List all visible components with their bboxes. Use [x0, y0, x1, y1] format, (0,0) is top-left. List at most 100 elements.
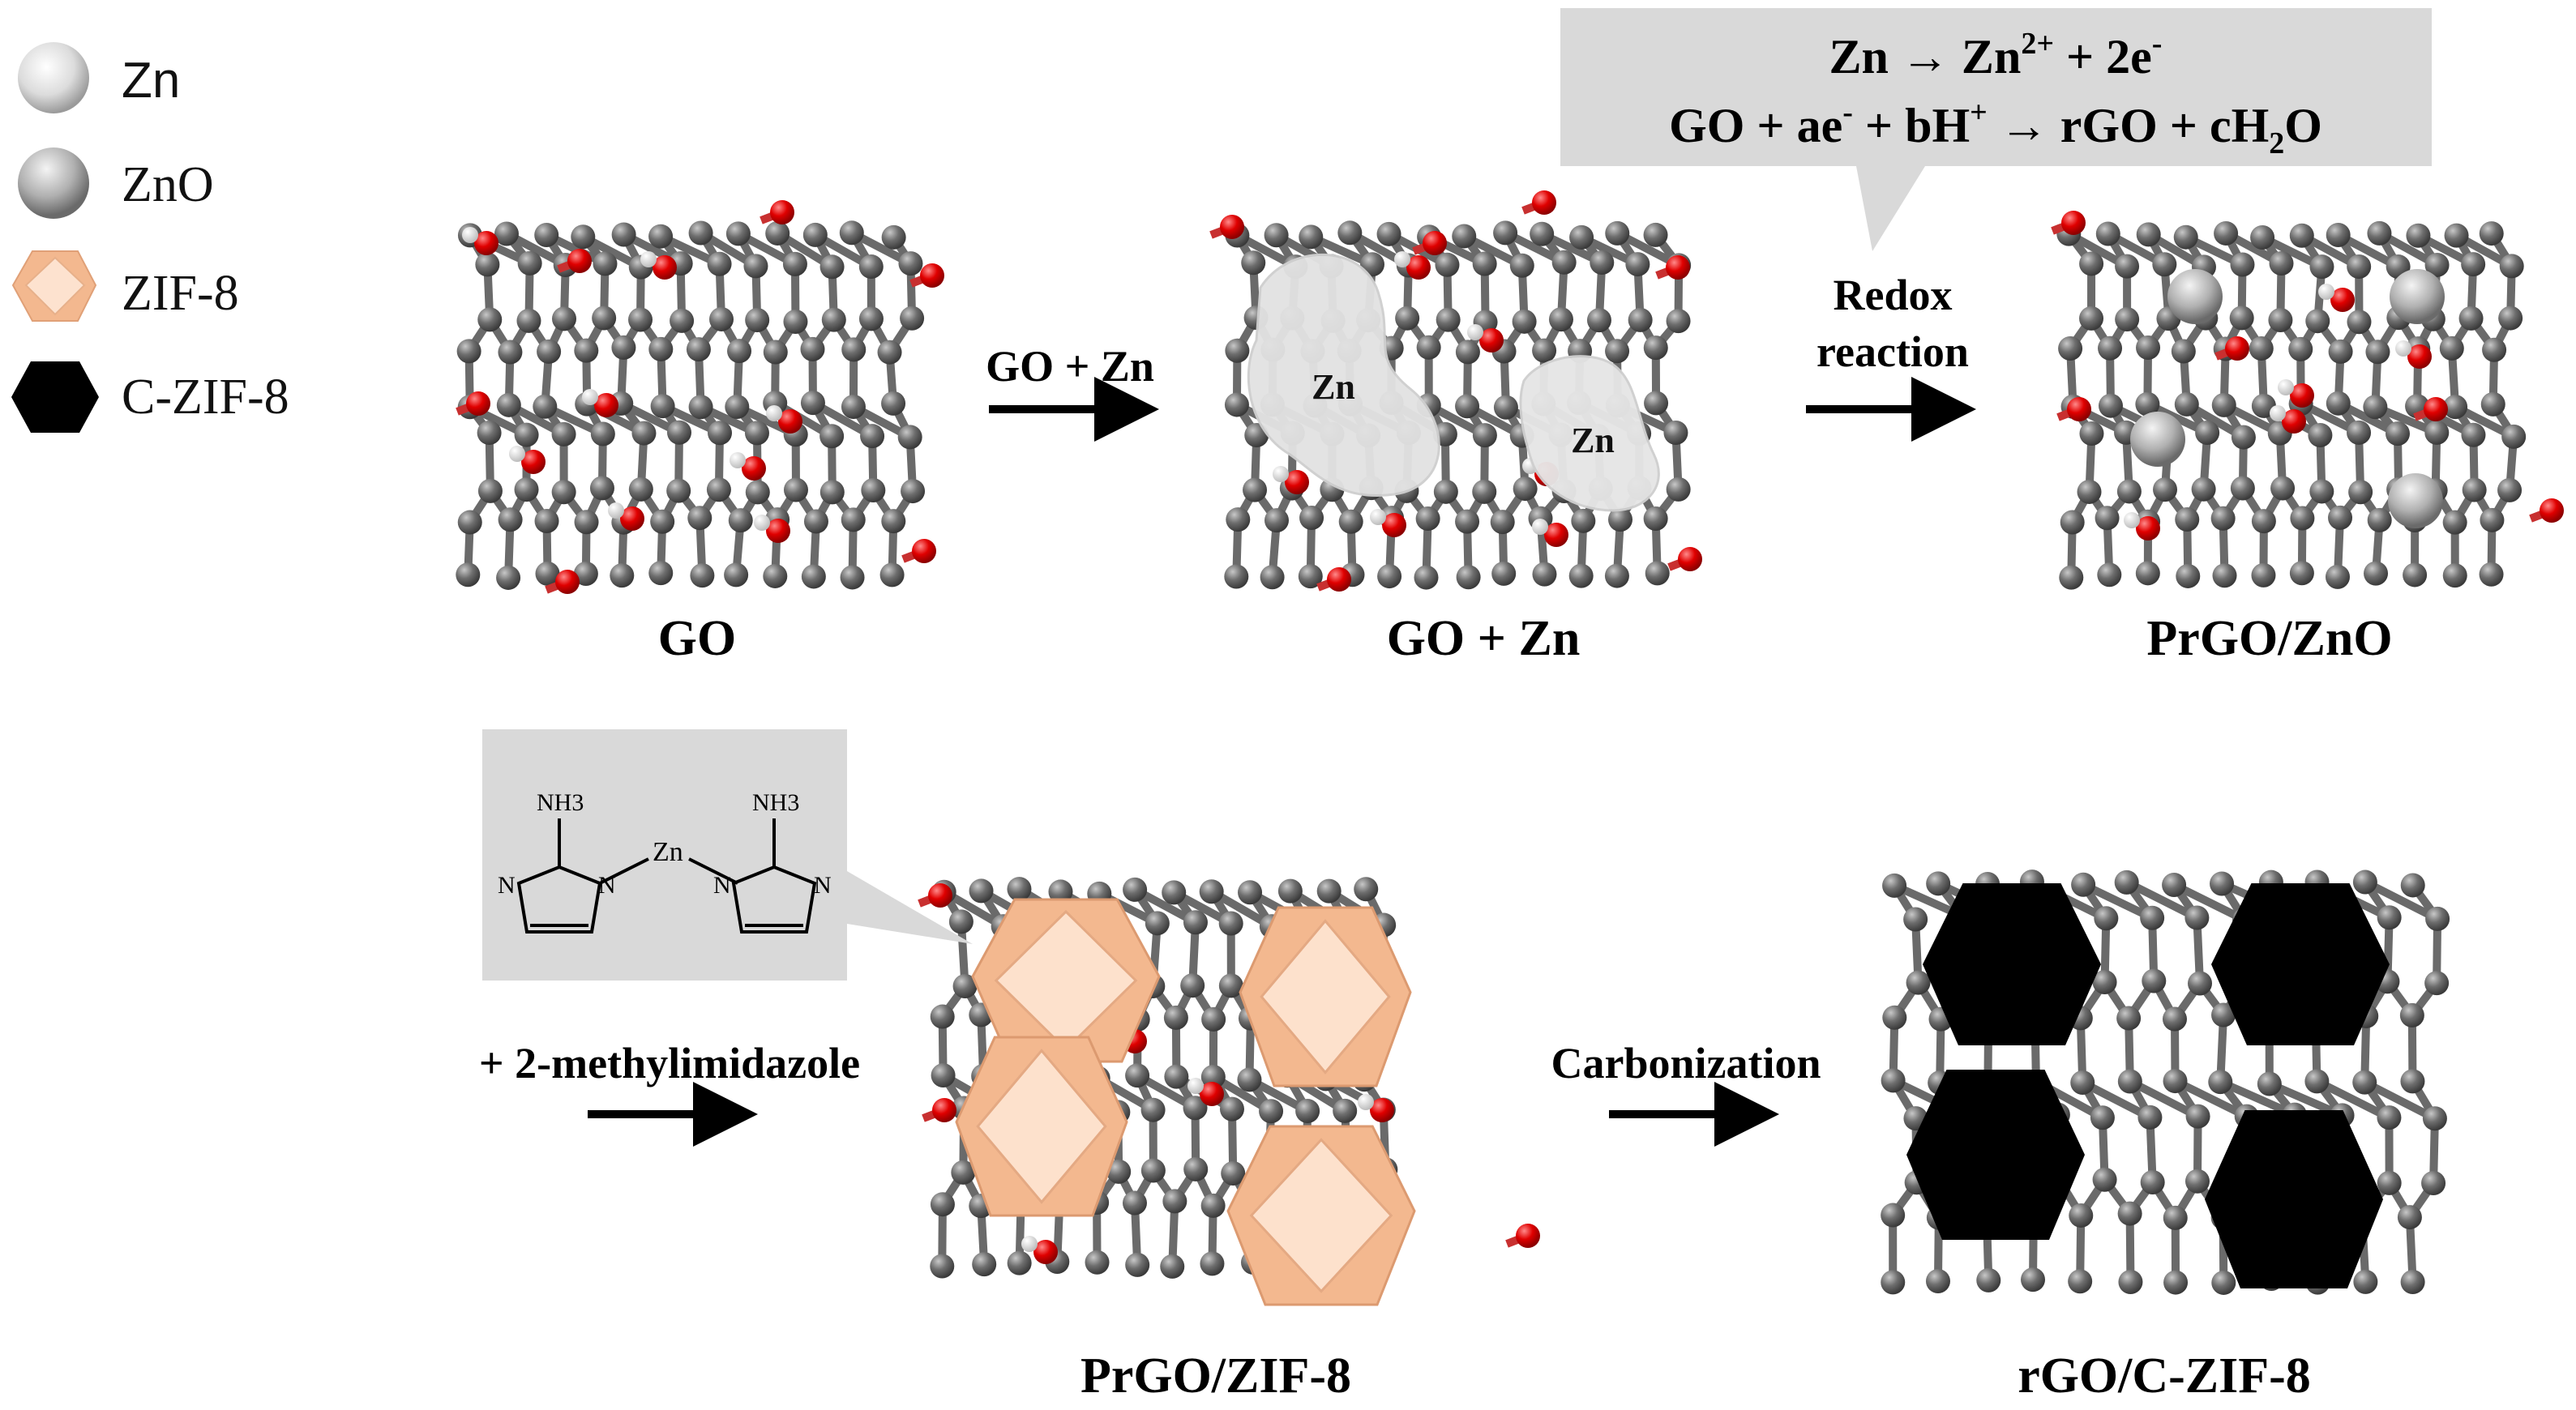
carbon-atom	[1643, 506, 1668, 531]
carbon-atom	[1162, 1189, 1187, 1214]
c-zif8-crystals	[1906, 883, 2390, 1288]
legend-item-zif8: ZIF-8	[11, 250, 239, 322]
carbon-atom	[881, 509, 906, 534]
carbon-atom	[1145, 911, 1170, 936]
carbon-atom	[1493, 220, 1518, 246]
carbon-atom	[534, 223, 559, 248]
hydrogen-atom	[1467, 324, 1483, 340]
oxygen-atom	[1200, 1082, 1224, 1106]
carbon-atom	[2188, 971, 2213, 996]
carbon-atom	[1199, 879, 1224, 904]
legend-item-zno: ZnO	[18, 147, 214, 219]
carbon-atom	[1007, 1250, 1032, 1275]
carbon-atom	[879, 562, 905, 588]
carbon-atom	[2400, 1270, 2425, 1295]
carbon-atom	[2309, 479, 2334, 504]
hydrogen-atom	[2318, 284, 2334, 300]
oxygen-atom	[1327, 567, 1351, 592]
carbon-atom	[2348, 480, 2373, 505]
carbon-atom	[952, 974, 978, 999]
carbon-atom	[1224, 564, 1249, 589]
carbon-atom	[2095, 506, 2120, 531]
carbon-atom	[2173, 224, 2198, 250]
c-c-bond	[2265, 1079, 2347, 1120]
carbon-atom	[803, 509, 828, 534]
step-1: GO + Zn	[986, 342, 1159, 442]
carbon-atom	[1048, 879, 1073, 904]
carbon-atom	[1604, 563, 1629, 588]
carbon-atom	[1882, 873, 1907, 898]
oxygen-atom	[474, 231, 499, 255]
carbon-atom	[2444, 223, 2469, 248]
carbon-atom	[2439, 335, 2464, 361]
oxygen-atom	[2282, 409, 2306, 434]
c-c-bond	[2125, 1077, 2202, 1121]
zn-blob-label: Zn	[1312, 367, 1355, 407]
carbon-atom	[631, 421, 657, 446]
hydrogen-atom	[730, 452, 746, 468]
hydrogen-atom	[1532, 519, 1548, 535]
carbon-atom	[2079, 306, 2104, 331]
hydrogen-atom	[2395, 340, 2411, 357]
carbon-atom	[2208, 1070, 2233, 1095]
step-label: GO + Zn	[986, 342, 1154, 391]
carbon-atom	[573, 562, 598, 587]
c-zif8-crystal	[1906, 1070, 2085, 1240]
carbon-atom	[1571, 508, 1596, 533]
carbon-atom	[1643, 335, 1668, 361]
carbon-atom	[2071, 872, 2096, 897]
carbon-atom	[819, 254, 845, 280]
carbon-atom	[1140, 1097, 1166, 1122]
carbon-atom	[2421, 1170, 2446, 1195]
oxygen-atom	[521, 450, 546, 474]
carbon-atom	[1645, 561, 1670, 586]
carbon-atom	[707, 251, 732, 276]
carbon-atom	[2097, 562, 2122, 588]
carbon-atom	[840, 565, 865, 590]
nh3-label: NH3	[537, 789, 584, 816]
carbon-atom	[745, 307, 770, 332]
carbon-atom	[783, 310, 808, 335]
carbon-atom	[1906, 970, 1931, 995]
carbon-atom	[2230, 252, 2255, 277]
carbon-atom	[2290, 506, 2315, 531]
zn-blob	[1519, 355, 1660, 512]
carbon-atom	[1338, 509, 1363, 534]
carbon-atom	[1926, 871, 1951, 896]
carbon-atom	[2176, 563, 2201, 588]
oxygen-atom	[1033, 1240, 1058, 1264]
carbon-atom	[861, 477, 886, 502]
carbon-atom	[551, 421, 576, 446]
carbon-atom	[1295, 1099, 1320, 1124]
carbon-atom	[2214, 220, 2239, 246]
c-c-bond	[2313, 1077, 2394, 1122]
carbon-atom	[590, 421, 615, 446]
carbon-atom	[1264, 223, 1289, 248]
legend-label: Zn	[122, 53, 180, 109]
carbon-atom	[2163, 1205, 2188, 1230]
carbon-atom	[2230, 476, 2255, 501]
carbon-atom	[2092, 970, 2117, 995]
carbon-atom	[1219, 1096, 1244, 1122]
caption-prgo-zno: PrGO/ZnO	[2146, 611, 2392, 666]
carbon-atom	[2462, 477, 2487, 502]
carbon-atom	[571, 224, 596, 250]
carbon-atom	[931, 1063, 956, 1088]
carbon-atom	[1163, 1005, 1188, 1030]
carbon-atom	[2095, 221, 2120, 246]
oxygen-atom	[594, 393, 618, 417]
carbon-atom	[881, 224, 906, 250]
carbon-atom	[1201, 1006, 1226, 1032]
oxygen-atom	[555, 570, 580, 594]
hydrogen-atom	[1273, 466, 1289, 482]
carbon-atom	[2250, 224, 2275, 250]
zn-blob-label: Zn	[1571, 421, 1615, 460]
carbon-atom	[2442, 563, 2467, 588]
carbon-atom	[551, 480, 576, 505]
carbon-atom	[2479, 562, 2504, 587]
carbon-atom	[2077, 479, 2102, 504]
carbon-atom	[1881, 1203, 1906, 1228]
carbon-atom	[2098, 335, 2123, 361]
carbon-atom	[1337, 220, 1363, 246]
